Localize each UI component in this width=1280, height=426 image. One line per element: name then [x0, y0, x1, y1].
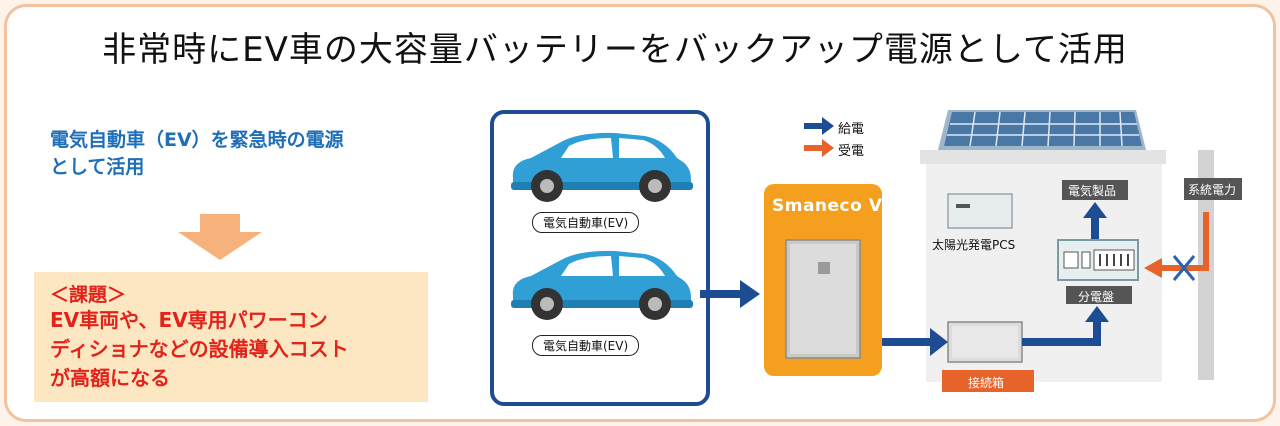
distribution-board-label: 分電盤 — [1078, 290, 1115, 304]
down-arrow-icon — [178, 214, 262, 260]
legend-receive-label: 受電 — [838, 144, 865, 159]
lead-text: 電気自動車（EV）を緊急時の電源 として活用 — [50, 127, 450, 181]
appliances-label: 電気製品 — [1068, 184, 1117, 198]
ev-car-icon — [511, 250, 693, 320]
grid-label-box — [1184, 178, 1242, 200]
issue-line-2: ディショナなどの設備導入コスト — [50, 337, 349, 361]
solar-panel-icon — [938, 110, 1146, 150]
house-roof — [920, 150, 1166, 164]
page-title: 非常時にEV車の大容量バッテリーをバックアップ電源として活用 — [102, 30, 1128, 70]
car-label: 電気自動車(EV) — [532, 335, 640, 356]
supply-arrow-icon — [700, 280, 760, 308]
v2h-brand-label: Smaneco V2H — [772, 196, 910, 216]
issue-heading: ＜課題＞ — [50, 284, 127, 306]
distribution-board-icon — [1057, 239, 1139, 281]
solar-pcs-label: 太陽光発電PCS — [932, 238, 1016, 252]
issue-line-1: EV車両や、EV専用パワーコン — [50, 308, 328, 332]
supply-arrow-icon — [1083, 202, 1107, 242]
appliances-box — [1062, 180, 1128, 200]
junction-box-icon — [947, 321, 1023, 363]
ev-car-icon — [511, 132, 693, 202]
grid-label: 系統電力 — [1188, 183, 1237, 197]
solar-pcs-icon — [947, 193, 1013, 229]
legend-supply-arrow-icon — [804, 117, 834, 135]
issue-box — [34, 272, 428, 402]
lead-line-1: 電気自動車（EV）を緊急時の電源 — [50, 129, 344, 151]
junction-box-label: 接続箱 — [968, 376, 1005, 390]
junction-box-label-box — [942, 370, 1034, 392]
supply-arrow-icon — [1022, 306, 1109, 346]
legend-supply-label: 給電 — [838, 122, 865, 137]
issue-text: EV車両や、EV専用パワーコン ディショナなどの設備導入コスト が高額になる — [50, 306, 430, 393]
lead-line-2: として活用 — [50, 156, 145, 178]
distribution-board-label-box — [1066, 286, 1132, 304]
issue-line-3: が高額になる — [50, 366, 170, 390]
receive-arrow-icon — [1144, 212, 1209, 278]
disconnect-cross-icon — [1172, 255, 1196, 281]
supply-arrow-icon — [882, 328, 948, 356]
car-label: 電気自動車(EV) — [532, 212, 640, 233]
v2h-unit — [764, 184, 882, 376]
legend-receive-arrow-icon — [804, 139, 834, 157]
